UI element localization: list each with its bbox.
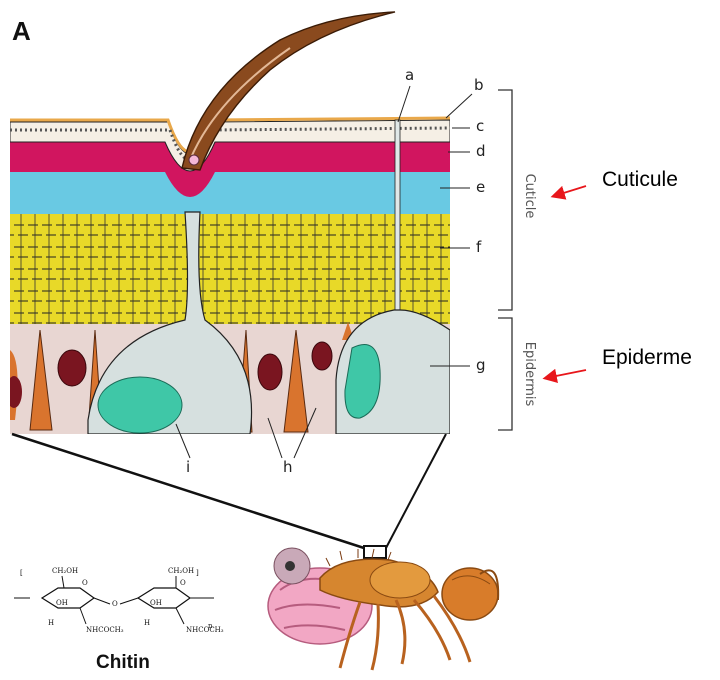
svg-text:H: H [144,619,150,627]
svg-text:OH: OH [150,599,162,607]
svg-text:H: H [48,619,54,627]
endocuticle-layer [10,212,450,324]
svg-text:NHCOCH₃: NHCOCH₃ [86,626,124,634]
svg-text:]: ] [196,569,199,577]
svg-text:OH: OH [56,599,68,607]
annotation-cuticule: Cuticule [602,168,678,191]
svg-text:NHCOCH₃: NHCOCH₃ [186,626,224,634]
cuticle-bracket-label: Cuticle [522,174,537,219]
zoom-line-right [386,434,446,548]
figure-letter: A [12,16,31,46]
mesocuticle-layer [10,168,450,214]
cuticle-section [6,118,450,434]
cuticule-arrow [554,186,586,196]
label-f: f [476,238,482,256]
epidermis-bracket-label: Epidermis [522,342,537,407]
label-i: i [186,458,190,476]
zoom-box [364,546,386,558]
label-b: b [474,76,484,94]
label-h: h [283,458,293,476]
label-e: e [476,178,485,196]
chitin-structure: [ CH₂OH O OH H NHCOCH₃ O CH₂OH O OH H NH… [14,567,224,634]
svg-text:O: O [112,600,118,608]
zoom-line-left [12,434,364,548]
svg-text:[: [ [20,569,23,577]
trichogen-nucleus [98,377,182,433]
svg-text:CH₂OH: CH₂OH [168,567,194,575]
epiderme-arrow [546,370,586,378]
svg-text:CH₂OH: CH₂OH [52,567,78,575]
annotation-epiderme: Epiderme [602,346,692,369]
pore-canal [395,120,400,320]
svg-text:O: O [82,579,88,587]
ant-illustration [268,548,498,670]
chitin-caption: Chitin [96,652,150,673]
cuticle-bracket: Cuticle [498,90,537,310]
label-a: a [405,66,414,84]
label-c: c [476,117,484,135]
svg-text:O: O [180,579,186,587]
label-g: g [476,356,486,374]
epidermis-bracket: Epidermis [498,318,537,430]
label-d: d [476,142,486,160]
svg-text:n: n [208,622,213,630]
